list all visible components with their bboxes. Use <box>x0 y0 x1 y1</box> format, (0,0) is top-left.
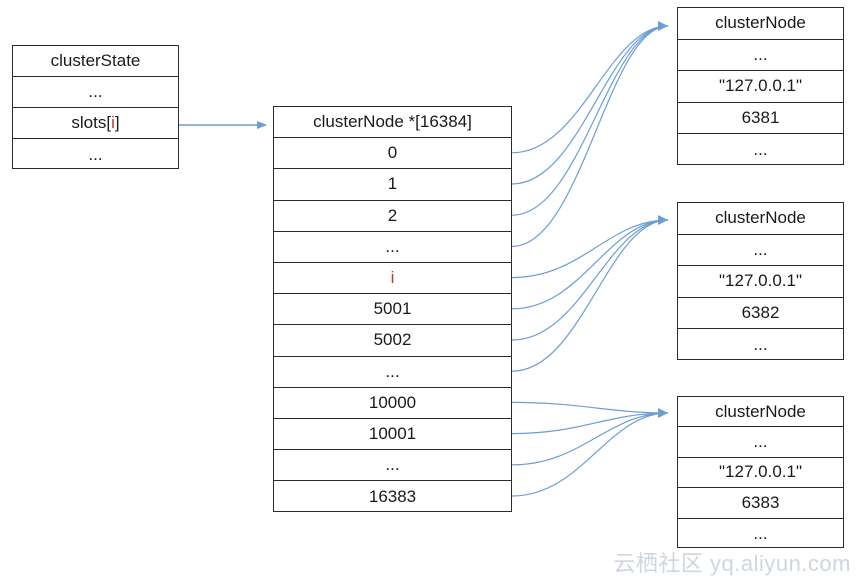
slot-row: 5001 <box>274 294 511 326</box>
slots-array-title: clusterNode *[16384] <box>274 107 511 139</box>
cluster-node-port: 6383 <box>678 488 843 519</box>
slot-pointer-curve <box>511 401 669 414</box>
slot-pointer-curve <box>511 25 669 216</box>
slots-prefix: slots[ <box>71 113 112 132</box>
slots-suffix: ] <box>114 113 120 132</box>
slot-pointer-curve <box>511 412 669 497</box>
cluster-state-table: clusterState ... slots[i] ... <box>12 45 179 169</box>
cluster-node-title: clusterNode <box>678 397 843 428</box>
slot-row: 1 <box>274 169 511 201</box>
cluster-state-slots-row: slots[i] <box>13 108 178 139</box>
slot-row: ... <box>274 357 511 388</box>
cluster-node-port: 6382 <box>678 298 843 330</box>
slot-pointer-curve <box>511 219 669 310</box>
cluster-state-row-ellipsis: ... <box>13 77 178 108</box>
cluster-state-row-ellipsis: ... <box>88 144 103 164</box>
cluster-node-row: ... <box>678 427 843 458</box>
slot-pointer-curve <box>511 219 669 279</box>
slot-row: ... <box>274 450 511 482</box>
cluster-node-ip: "127.0.0.1" <box>678 458 843 489</box>
slot-row: 10001 <box>274 419 511 451</box>
slot-pointer-curve <box>511 219 669 341</box>
slot-row: 16383 <box>368 486 417 506</box>
cluster-node-port: 6381 <box>678 103 843 135</box>
slot-pointer-curve <box>511 412 669 435</box>
arrowhead <box>658 21 668 31</box>
slot-pointer-curve <box>511 219 669 372</box>
cluster-node-row: ... <box>678 235 843 267</box>
slot-pointer-curve <box>511 25 669 247</box>
slot-row: 10000 <box>274 388 511 419</box>
slot-pointer-curve <box>511 25 669 154</box>
slots-index: i <box>111 113 115 132</box>
cluster-node-ip: "127.0.0.1" <box>678 71 843 103</box>
slot-row: 5002 <box>274 325 511 357</box>
cluster-node-row: ... <box>753 523 768 543</box>
slot-pointer-curve <box>511 25 669 185</box>
arrowhead <box>658 215 668 225</box>
slot-row: 0 <box>274 138 511 170</box>
slot-row: ... <box>274 232 511 263</box>
slot-pointer-curve <box>511 412 669 466</box>
cluster-node-title: clusterNode <box>678 203 843 235</box>
cluster-node-ip: "127.0.0.1" <box>678 266 843 298</box>
cluster-state-title: clusterState <box>13 46 178 77</box>
watermark: 云栖社区 yq.aliyun.com <box>613 551 851 576</box>
slots-array-table: clusterNode *[16384] 0 1 2 ... i 5001 50… <box>273 106 512 512</box>
cluster-node-title: clusterNode <box>678 8 843 40</box>
slot-row: 2 <box>274 201 511 232</box>
cluster-node-row: ... <box>753 140 768 160</box>
slot-row-highlighted: i <box>274 263 511 295</box>
cluster-node-table: clusterNode ... "127.0.0.1" 6383 ... <box>677 396 844 548</box>
cluster-node-row: ... <box>753 335 768 355</box>
arrowhead <box>658 408 668 418</box>
cluster-node-row: ... <box>678 40 843 72</box>
cluster-node-table: clusterNode ... "127.0.0.1" 6381 ... <box>677 7 844 165</box>
cluster-node-table: clusterNode ... "127.0.0.1" 6382 ... <box>677 202 844 360</box>
